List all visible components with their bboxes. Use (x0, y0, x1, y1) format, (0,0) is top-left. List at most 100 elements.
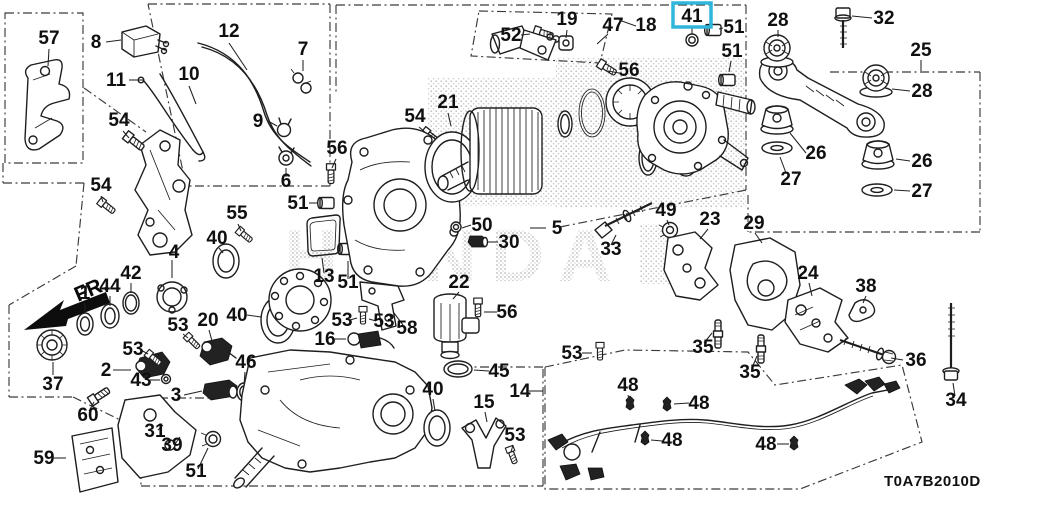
part-label-56[interactable]: 56 (618, 60, 639, 81)
part-label-35[interactable]: 35 (739, 362, 761, 383)
part-label-29[interactable]: 29 (743, 213, 764, 234)
part-label-34[interactable]: 34 (945, 390, 967, 411)
part-label-10[interactable]: 10 (178, 64, 199, 85)
part-label-60[interactable]: 60 (77, 405, 98, 426)
leader-line-35 (703, 332, 713, 344)
part-label-54[interactable]: 54 (108, 110, 130, 131)
part-label-40[interactable]: 40 (422, 379, 443, 400)
part-label-20[interactable]: 20 (197, 310, 218, 331)
part-label-5[interactable]: 5 (552, 218, 563, 239)
part-label-16[interactable]: 16 (314, 329, 335, 350)
leader-line-53 (510, 444, 514, 453)
bolt-60 (86, 384, 113, 407)
part-label-25[interactable]: 25 (910, 40, 932, 61)
part-label-41-highlighted[interactable]: 41 (681, 6, 703, 27)
part-label-43[interactable]: 43 (130, 370, 151, 391)
part-label-53[interactable]: 53 (167, 315, 188, 336)
part-label-51[interactable]: 51 (185, 461, 207, 482)
part-label-12[interactable]: 12 (218, 21, 239, 42)
part-label-52[interactable]: 52 (500, 25, 521, 46)
part-label-3[interactable]: 3 (171, 385, 182, 406)
part-label-32[interactable]: 32 (873, 8, 894, 29)
part-label-9[interactable]: 9 (253, 111, 264, 132)
part-label-28[interactable]: 28 (911, 81, 932, 102)
part-label-42[interactable]: 42 (120, 263, 141, 284)
part-label-24[interactable]: 24 (797, 263, 819, 284)
part-label-22[interactable]: 22 (448, 272, 469, 293)
part-label-53[interactable]: 53 (561, 343, 582, 364)
part-label-54[interactable]: 54 (90, 175, 112, 196)
part-label-27[interactable]: 27 (780, 169, 801, 190)
part-label-27[interactable]: 27 (911, 181, 932, 202)
part-label-33[interactable]: 33 (600, 239, 621, 260)
part-label-40[interactable]: 40 (206, 228, 227, 249)
part-label-51[interactable]: 51 (337, 272, 359, 293)
part-label-53[interactable]: 53 (504, 425, 525, 446)
leader-line-40 (246, 314, 262, 318)
part-label-39[interactable]: 39 (161, 435, 182, 456)
part-label-13[interactable]: 13 (313, 266, 334, 287)
part-label-45[interactable]: 45 (488, 361, 510, 382)
part-label-19[interactable]: 19 (556, 9, 577, 30)
part-label-48[interactable]: 48 (688, 393, 709, 414)
mount-29 (729, 237, 801, 331)
clip-38 (848, 299, 876, 323)
sensor-2 (135, 351, 171, 379)
part-label-56[interactable]: 56 (496, 302, 517, 323)
part-label-56[interactable]: 56 (326, 138, 347, 159)
part-label-26[interactable]: 26 (911, 151, 932, 172)
part-label-48[interactable]: 48 (755, 434, 776, 455)
part-label-53[interactable]: 53 (331, 310, 352, 331)
bracket-24 (784, 287, 849, 353)
leader-line-53 (182, 333, 189, 339)
part-label-38[interactable]: 38 (855, 276, 876, 297)
part-label-7[interactable]: 7 (298, 39, 309, 60)
part-label-30[interactable]: 30 (498, 232, 519, 253)
part-label-40[interactable]: 40 (226, 305, 247, 326)
part-label-11[interactable]: 11 (106, 70, 127, 91)
part-label-36[interactable]: 36 (905, 350, 926, 371)
fr-arrow (24, 292, 110, 330)
part-label-31[interactable]: 31 (144, 421, 166, 442)
part-label-53[interactable]: 53 (122, 339, 143, 360)
part-label-54[interactable]: 54 (404, 106, 426, 127)
part-label-53[interactable]: 53 (373, 311, 394, 332)
part-label-2[interactable]: 2 (101, 360, 112, 381)
part-label-48[interactable]: 48 (661, 430, 682, 451)
part-label-51[interactable]: 51 (721, 41, 743, 62)
flange-4 (156, 281, 188, 314)
part-label-6[interactable]: 6 (281, 171, 292, 192)
part-label-26[interactable]: 26 (805, 143, 826, 164)
leader-line-26 (895, 158, 911, 162)
part-label-23[interactable]: 23 (699, 209, 720, 230)
part-label-51[interactable]: 51 (723, 17, 745, 38)
part-label-35[interactable]: 35 (692, 337, 714, 358)
part-label-14[interactable]: 14 (509, 381, 531, 402)
part-label-37[interactable]: 37 (42, 374, 63, 395)
part-label-8[interactable]: 8 (91, 32, 102, 53)
part-label-50[interactable]: 50 (471, 215, 492, 236)
part-label-44[interactable]: 44 (99, 276, 121, 297)
part-label-58[interactable]: 58 (396, 318, 417, 339)
part-label-18[interactable]: 18 (635, 15, 656, 36)
part-label-59[interactable]: 59 (33, 448, 54, 469)
part-label-57[interactable]: 57 (38, 28, 59, 49)
bolt-32 (834, 7, 852, 48)
mount-26b (861, 140, 895, 170)
hose-10 (159, 73, 206, 162)
part-label-51[interactable]: 51 (287, 193, 309, 214)
part-label-46[interactable]: 46 (235, 352, 256, 373)
leader-line-50 (461, 224, 472, 229)
leader-line-21 (447, 112, 452, 127)
part-label-1[interactable]: 1 (80, 283, 91, 304)
part-label-55[interactable]: 55 (226, 203, 248, 224)
part-label-21[interactable]: 21 (437, 92, 459, 113)
part-label-48[interactable]: 48 (617, 375, 638, 396)
part-label-4[interactable]: 4 (169, 242, 180, 263)
part-label-49[interactable]: 49 (655, 200, 676, 221)
part-label-47[interactable]: 47 (602, 15, 623, 36)
motor-22 (433, 293, 480, 360)
part-label-28[interactable]: 28 (767, 10, 788, 31)
part-label-15[interactable]: 15 (473, 392, 495, 413)
